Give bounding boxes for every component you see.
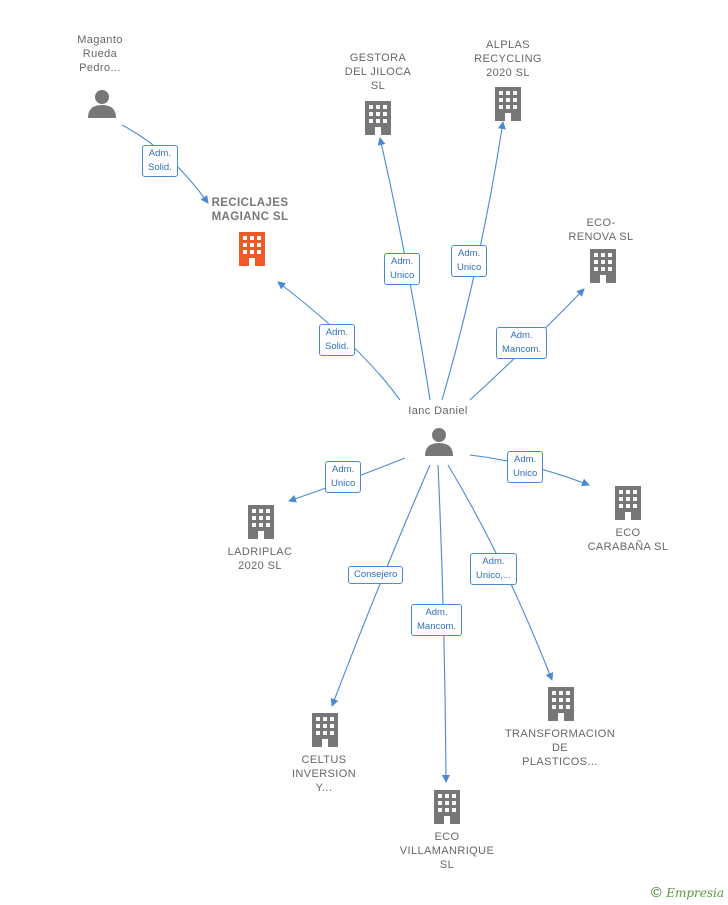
edge-ianc-celtus xyxy=(330,464,431,707)
copyright-icon: © xyxy=(649,885,664,901)
edge-label-ianc-eco-renova[interactable]: Adm. Mancom. xyxy=(496,327,548,359)
building-icon[interactable] xyxy=(545,686,577,722)
edge-label-ianc-gestora[interactable]: Adm. Unico xyxy=(384,253,421,285)
edge-label-ianc-celtus[interactable]: Consejero xyxy=(348,566,404,584)
edge-label-ianc-eco-carabana[interactable]: Adm. Unico xyxy=(507,451,544,483)
building-icon[interactable] xyxy=(612,485,644,521)
node-label-eco-villamanrique[interactable]: ECO VILLAMANRIQUE SL xyxy=(399,831,495,871)
edge-label-ianc-ladriplac[interactable]: Adm. Unico xyxy=(325,461,362,493)
node-label-gestora[interactable]: GESTORA DEL JILOCA SL xyxy=(344,52,412,92)
building-icon[interactable] xyxy=(587,248,619,284)
building-icon[interactable] xyxy=(245,504,277,540)
building-icon[interactable] xyxy=(492,86,524,122)
node-label-maganto[interactable]: Maganto Rueda Pedro... xyxy=(77,34,123,74)
person-icon[interactable] xyxy=(423,426,455,458)
node-label-reciclajes[interactable]: RECICLAJES MAGIANC SL xyxy=(211,197,289,223)
edge-label-maganto-reciclajes[interactable]: Adm. Solid. xyxy=(142,145,178,177)
edge-label-ianc-transformacion[interactable]: Adm. Unico,... xyxy=(470,553,517,585)
node-label-ianc[interactable]: Ianc Daniel xyxy=(408,405,468,417)
building-icon[interactable] xyxy=(236,231,268,267)
building-icon[interactable] xyxy=(309,712,341,748)
node-label-alplas[interactable]: ALPLAS RECYCLING 2020 SL xyxy=(474,39,542,79)
building-icon[interactable] xyxy=(431,789,463,825)
edge-label-ianc-reciclajes[interactable]: Adm. Solid. xyxy=(319,324,355,356)
building-icon[interactable] xyxy=(362,100,394,136)
node-label-eco-renova[interactable]: ECO- RENOVA SL xyxy=(568,217,634,243)
edge-label-ianc-eco-villamanrique[interactable]: Adm. Mancom. xyxy=(411,604,463,636)
brand-logo: ©Empresia xyxy=(649,885,724,901)
node-label-celtus[interactable]: CELTUS INVERSION Y... xyxy=(291,754,357,794)
node-label-ladriplac[interactable]: LADRIPLAC 2020 SL xyxy=(227,546,293,572)
edge-label-ianc-alplas[interactable]: Adm. Unico xyxy=(451,245,488,277)
brand-name: Empresia xyxy=(666,886,724,900)
person-icon[interactable] xyxy=(86,88,118,120)
node-label-transformacion[interactable]: TRANSFORMACION DE PLASTICOS... xyxy=(504,728,616,768)
node-label-eco-carabana[interactable]: ECO CARABAÑA SL xyxy=(587,527,669,553)
